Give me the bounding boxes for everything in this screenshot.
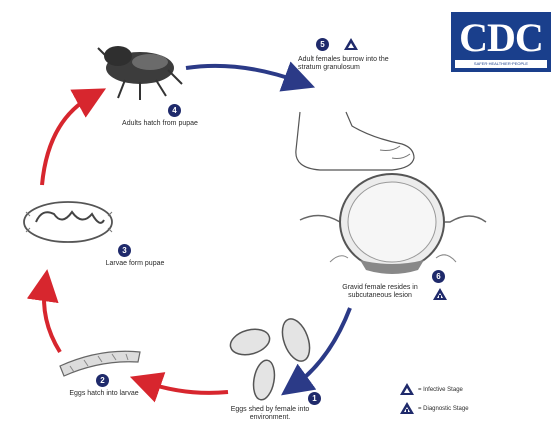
stage-2-badge: 2	[96, 374, 109, 387]
lesion-illustration	[300, 174, 486, 274]
stage-6-badge: 6	[432, 270, 445, 283]
stage-6-label: Gravid female resides in subcutaneous le…	[330, 284, 430, 300]
stage-4-label: Adults hatch from pupae	[100, 120, 220, 128]
stage-3-badge: 3	[118, 244, 131, 257]
stage-4-badge: 4	[168, 104, 181, 117]
hatching-larva-illustration	[60, 351, 140, 376]
legend-infective-icon	[400, 383, 414, 395]
stage-1-label: Eggs shed by female into environment.	[222, 406, 318, 422]
foot-illustration	[296, 112, 414, 170]
cdc-logo-subtitle: SAFER·HEALTHIER·PEOPLE	[455, 60, 547, 68]
cdc-logo-subtitle-bar: SAFER·HEALTHIER·PEOPLE	[455, 60, 547, 68]
cdc-logo-text: CDC	[451, 16, 551, 60]
legend-diagnostic-icon	[400, 402, 414, 414]
stage-3-label: Larvae form pupae	[90, 260, 180, 268]
arrow-adult-to-foot	[186, 66, 300, 82]
infective-stage-icon	[344, 38, 358, 50]
pupa-illustration	[24, 202, 112, 242]
stage-1-badge: 1	[308, 392, 321, 405]
legend-infective-label: = Infective Stage	[418, 386, 538, 394]
eggs-illustration	[228, 315, 315, 401]
legend-diagnostic-label: = Diagnostic Stage	[418, 405, 538, 413]
stage-5-badge: 5	[316, 38, 329, 51]
arrow-pupa-to-adult	[42, 96, 92, 185]
adult-flea-illustration	[98, 46, 182, 100]
stage-5-label: Adult females burrow into the stratum gr…	[298, 56, 408, 72]
stage-2-label: Eggs hatch into larvae	[64, 390, 144, 398]
cdc-logo: CDC SAFER·HEALTHIER·PEOPLE	[451, 12, 551, 72]
arrow-eggs-to-hatch	[145, 382, 228, 393]
arrow-hatch-to-larva	[44, 285, 60, 352]
diagnostic-stage-icon	[433, 288, 447, 300]
legend: = Infective Stage = Diagnostic Stage	[400, 380, 550, 420]
